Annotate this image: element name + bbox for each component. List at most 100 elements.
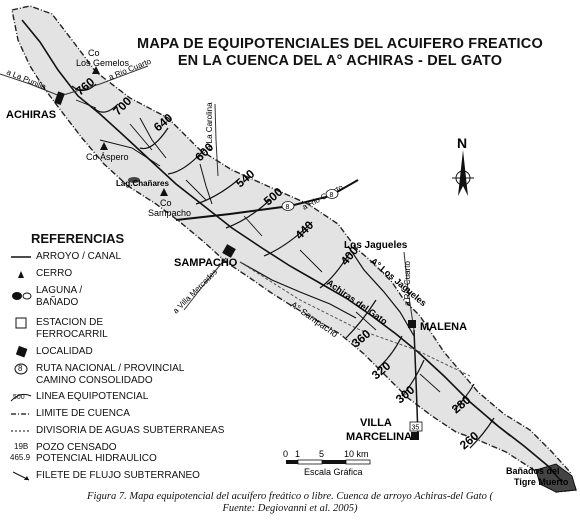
route-8b-label: 8: [330, 192, 334, 199]
equipotential-500: [225, 199, 271, 229]
legend-divisoria-label: DIVISORIA DE AGUAS SUBTERRANEAS: [36, 425, 225, 436]
lag-chanares: [128, 177, 140, 183]
legend-limite-label: LIMITE DE CUENCA: [36, 408, 130, 419]
label-a-rio-cuarto-3: a Rio Cuarto: [403, 261, 412, 306]
legend-filete-label: FILETE DE FLUJO SUBTERRANEO: [36, 470, 200, 481]
label-villa: VILLA: [360, 417, 392, 429]
label-a-la-carolina: a La Carolina: [205, 102, 214, 150]
legend-banado-label: BAÑADO: [36, 297, 79, 308]
town-achiras: [54, 91, 65, 106]
town-malena: [408, 320, 416, 328]
legend-arroyo-label: ARROYO / CANAL: [36, 251, 122, 262]
scale-tick-1: 1: [295, 449, 300, 459]
route-shield-8b: [325, 189, 339, 199]
legend-equipotencial-label: LINEA EQUIPOTENCIAL: [36, 391, 149, 402]
legend-heading: REFERENCIAS: [31, 231, 125, 246]
town-villa-marcelina: [411, 432, 419, 440]
legend-ferrocarril-label: FERROCARRIL: [36, 329, 108, 340]
flow-line: [419, 373, 441, 393]
scale-bar-segment: [322, 460, 346, 464]
map-title-line1: MAPA DE EQUIPOTENCIALES DEL ACUIFERO FRE…: [137, 36, 543, 52]
arroyo-achiras-del-gato: [21, 19, 563, 483]
legend-localidad-label: LOCALIDAD: [36, 346, 93, 357]
hill-co-aspero: [100, 142, 108, 150]
route-shield-35: [409, 421, 423, 432]
route-shield-8a: [281, 201, 295, 211]
cerro-symbol: [18, 271, 24, 278]
flow-line: [299, 249, 323, 273]
scale-bar-segment: [297, 459, 323, 465]
label-banados-2: Tigre Muerto: [514, 477, 569, 487]
laguna-symbol: [12, 292, 32, 300]
label-malena: MALENA: [420, 321, 467, 333]
label-a-rio-cuarto-2: a Rio Cuarto: [301, 182, 345, 211]
label-co-los-gemelos-2: Los Gemelos: [76, 58, 130, 68]
equipotential-300: [401, 359, 425, 397]
scale-bar-segment: [286, 460, 298, 464]
north-label: N: [457, 135, 467, 151]
label-los-jagueles: Los Jagueles: [344, 240, 408, 251]
route-35-label: 35: [412, 425, 420, 432]
arroyo-los-jagueles: [347, 245, 415, 337]
equipotential-700: [93, 103, 119, 113]
equipotential-360: [345, 299, 377, 339]
arroyo-tributary: [139, 117, 167, 159]
divisoria-symbol: [11, 430, 31, 432]
arroyo-tributary: [99, 139, 161, 167]
scale-tick-0: 0: [283, 449, 288, 459]
legend-laguna-label: LAGUNA /: [36, 285, 83, 296]
legend-potencial-label: POTENCIAL HIDRAULICO: [36, 453, 157, 464]
equipotential-260: [469, 417, 495, 449]
road-provincial-35: [413, 329, 419, 437]
equipotential-440: [263, 221, 313, 257]
railway: [239, 261, 471, 377]
road-to-la-carolina: [214, 103, 219, 177]
figure-caption-line2: Fuente: Degiovanni et al. 2005): [222, 503, 358, 514]
figure-caption: Figura 7. Mapa equipotencial del acuífer…: [0, 491, 580, 515]
arroyo-sampacho: [239, 261, 357, 319]
equipotencial-symbol: [10, 393, 32, 402]
road-to-rio-cuarto-1: [59, 65, 149, 97]
equipotential-400: [319, 251, 351, 289]
scale-tick-10: 10 km: [344, 449, 369, 459]
basin-boundary: [11, 5, 577, 493]
legend-well-value: 465.9: [10, 453, 31, 462]
legend-ruta-label: RUTA NACIONAL / PROVINCIAL: [36, 363, 185, 374]
estacion-symbol: [15, 317, 27, 329]
legend-estacion-label: ESTACION DE: [36, 317, 104, 328]
map-title: MAPA DE EQUIPOTENCIALES DEL ACUIFERO FRE…: [120, 36, 560, 70]
legend-well-code: 19B: [14, 442, 29, 451]
label-marcelina: MARCELINA: [346, 431, 412, 443]
filete-symbol: [12, 471, 30, 481]
road-to-la-punilla: [0, 73, 61, 97]
banado-area: [535, 463, 577, 493]
legend-camino-label: CAMINO CONSOLIDADO: [36, 375, 153, 386]
north-arrow-shape: [458, 150, 468, 196]
flow-line: [129, 123, 153, 151]
legend-pozo-label: POZO CENSADO: [36, 442, 117, 453]
label-co-aspero: Co Áspero: [86, 152, 129, 162]
town-sampacho: [222, 244, 236, 258]
label-co-los-gemelos-1: Co: [88, 48, 100, 58]
label-a-villa-mercedes: a Villa Mercedes: [171, 267, 219, 315]
north-arrow: [452, 150, 474, 196]
label-sampacho: SAMPACHO: [174, 257, 238, 269]
label-lag-chanares: Lag.Chañares: [116, 179, 169, 188]
limite-symbol: [11, 413, 31, 415]
scale-label: Escala Gráfica: [304, 467, 363, 477]
flow-line: [243, 215, 263, 237]
label-co-sampacho-1: Co: [160, 198, 172, 208]
equipotential-280: [453, 383, 475, 411]
scale-bar-segment: [345, 459, 371, 465]
flow-lines: [75, 99, 511, 437]
scale-tick-5: 5: [319, 449, 324, 459]
equipotential-760: [71, 83, 97, 92]
equipotential-320: [377, 335, 403, 369]
figure-caption-line1: Figura 7. Mapa equipotencial del acuífer…: [87, 491, 493, 502]
equipotential-640: [139, 127, 169, 150]
ruta-symbol: [14, 363, 28, 375]
road-to-rio-cuarto-3: [403, 251, 415, 331]
equipotential-600: [167, 149, 205, 175]
arroyo-symbol: [11, 256, 31, 258]
